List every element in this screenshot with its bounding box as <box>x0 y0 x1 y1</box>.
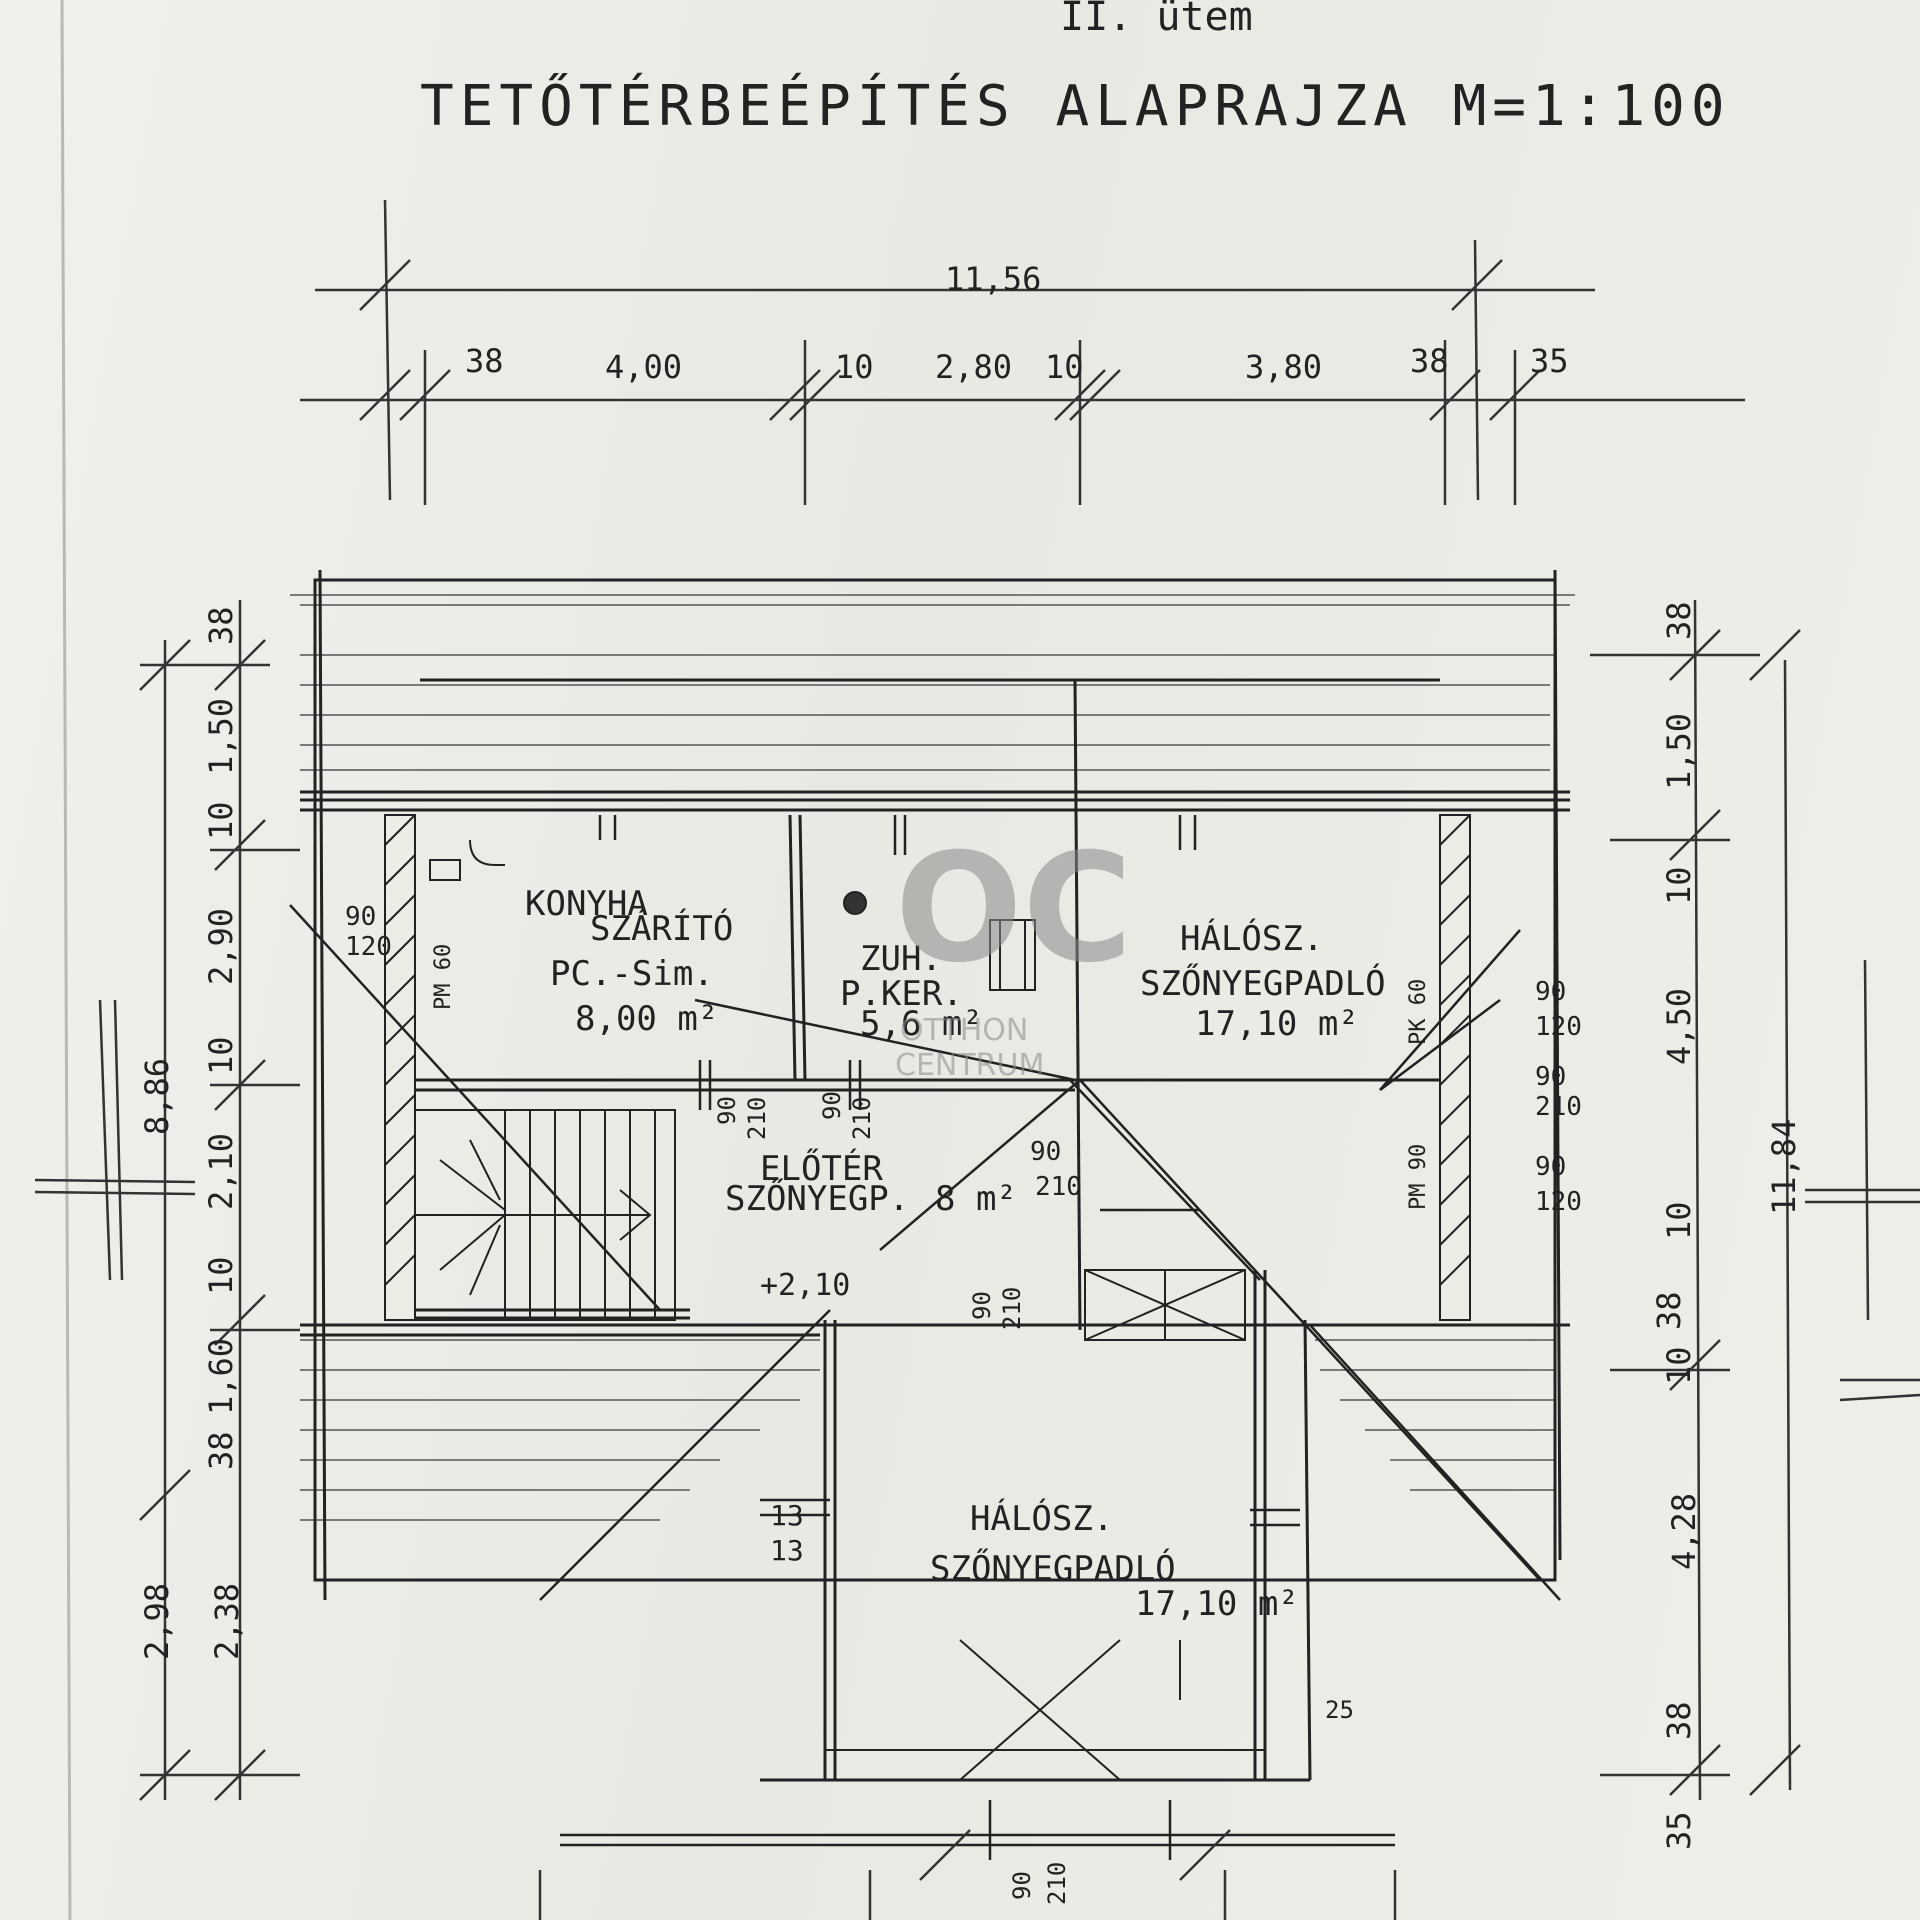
building-outline <box>300 569 1570 1601</box>
opening-label-18: 210 <box>1043 1862 1071 1905</box>
opening-label-5: 90 <box>1535 977 1566 1007</box>
room-bedroom-1-floor: SZŐNYEGPADLÓ <box>1140 963 1386 1004</box>
dim-left-seg-9: 38 <box>202 1431 240 1470</box>
opening-label-4: 210 <box>743 1097 771 1140</box>
dim-top-seg-8: 35 <box>1530 342 1569 380</box>
fixtures <box>429 839 1246 1781</box>
room-hall-floor: SZŐNYEGP. <box>725 1178 909 1219</box>
watermark-logo: OC <box>895 822 1133 996</box>
right-dimension-chain <box>1590 599 1920 1801</box>
dim-top-seg-7: 38 <box>1410 342 1449 380</box>
drawing-title: TETŐTÉRBEÉPÍTÉS ALAPRAJZA M=1:100 <box>420 74 1731 139</box>
bottom-extension-lines <box>538 1829 1397 1920</box>
dim-right-seg-6: 38 <box>1650 1291 1688 1330</box>
dim-top-seg-4: 2,80 <box>935 348 1012 386</box>
dim-right-seg-1: 38 <box>1660 601 1698 640</box>
room-bedroom-1-area: 17,10 m² <box>1195 1004 1359 1044</box>
opening-label-14: 13 <box>770 1534 804 1567</box>
watermark: OC OTTHON CENTRUM <box>895 822 1133 1083</box>
dim-left-seg-2: 1,50 <box>202 698 240 775</box>
header-scribble: II. ütem <box>1060 0 1253 40</box>
dim-right-seg-9: 38 <box>1660 1701 1698 1740</box>
opening-label-12: 210 <box>1035 1172 1082 1202</box>
opening-label-11: 90 <box>1030 1137 1061 1167</box>
opening-label-17: 90 <box>1008 1871 1036 1900</box>
dim-top-total: 11,56 <box>945 260 1041 298</box>
dim-left-seg-1: 38 <box>202 606 240 645</box>
room-bedroom-2-area: 17,10 m² <box>1135 1584 1299 1624</box>
opening-ticks <box>560 815 1395 1860</box>
room-kitchen-line2: SZÁRÍTÓ <box>590 908 733 949</box>
room-hall-name: ELŐTÉR <box>760 1148 883 1189</box>
dim-left-seg-10: 2,38 <box>208 1583 246 1660</box>
dim-right-seg-8: 4,28 <box>1665 1493 1703 1570</box>
room-kitchen-area: 8,00 m² <box>575 999 718 1039</box>
staircase <box>414 1109 676 1321</box>
dim-right-seg-4: 4,50 <box>1660 988 1698 1065</box>
opening-label-10: 210 <box>1535 1092 1582 1122</box>
room-hall-area: 8 m² <box>935 1179 1017 1219</box>
opening-label-8: 210 <box>848 1097 876 1140</box>
opening-label-7: 90 <box>818 1091 846 1120</box>
room-shower-line2: P.KER. <box>840 974 963 1014</box>
room-shower-name: ZUH. <box>860 939 942 979</box>
opening-label-19: 90 <box>1535 1152 1566 1182</box>
dim-left-total: 8,86 <box>138 1058 176 1135</box>
dim-left-seg-3: 10 <box>202 801 240 840</box>
watermark-line2: CENTRUM <box>895 1048 1044 1083</box>
room-bedroom-2-floor: SZŐNYEGPADLÓ <box>930 1548 1176 1589</box>
roof-ridge-lines <box>289 904 1561 1601</box>
opening-label-3: 90 <box>713 1096 741 1125</box>
room-kitchen-name: KONYHA <box>525 884 648 924</box>
left-dimension-chain <box>34 600 300 1801</box>
dim-right-total: 11,84 <box>1765 1119 1803 1215</box>
dim-right-seg-3: 10 <box>1660 866 1698 905</box>
dim-left-outer: 2,98 <box>138 1583 176 1660</box>
opening-label-22: PM 60 <box>431 944 456 1010</box>
opening-label-9: 90 <box>1535 1062 1566 1092</box>
opening-label-6: 120 <box>1535 1012 1582 1042</box>
dim-right-seg-2: 1,50 <box>1660 713 1698 790</box>
dim-top-seg-1: 38 <box>465 342 504 380</box>
room-shower-area: 5,6 m² <box>860 1004 983 1044</box>
wall-hatch <box>384 814 1471 1781</box>
dim-top-seg-3: 10 <box>835 348 874 386</box>
opening-label-13: 13 <box>770 1499 804 1532</box>
dim-left-seg-5: 10 <box>202 1036 240 1075</box>
dim-top-seg-6: 3,80 <box>1245 348 1322 386</box>
dim-right-seg-7: 10 <box>1660 1346 1698 1385</box>
dim-top-seg-2: 4,00 <box>605 348 682 386</box>
opening-label-23: PM 90 <box>1406 1144 1431 1210</box>
dim-left-seg-6: 2,10 <box>202 1133 240 1210</box>
opening-label-21: +2,10 <box>760 1268 850 1303</box>
dim-left-seg-4: 2,90 <box>202 908 240 985</box>
opening-label-16: 210 <box>998 1287 1026 1330</box>
opening-label-25: 25 <box>1325 1696 1354 1724</box>
dim-left-seg-7: 10 <box>202 1256 240 1295</box>
room-kitchen-line3: PC.-Sim. <box>550 954 714 994</box>
dim-right-seg-10: 35 <box>1660 1811 1698 1850</box>
opening-label-15: 90 <box>968 1291 996 1320</box>
opening-label-1: 90 <box>345 902 376 932</box>
paper-border-line <box>60 0 72 1920</box>
opening-label-20: 120 <box>1535 1187 1582 1217</box>
opening-label-2: 120 <box>345 932 392 962</box>
dim-top-seg-5: 10 <box>1045 348 1084 386</box>
room-bedroom-1-name: HÁLÓSZ. <box>1180 918 1323 959</box>
watermark-line1: OTTHON <box>900 1013 1028 1048</box>
opening-label-24: PK 60 <box>1406 979 1431 1045</box>
top-dimension-chain <box>300 199 1745 505</box>
room-bedroom-2-name: HÁLÓSZ. <box>970 1498 1113 1539</box>
dim-right-seg-5: 10 <box>1660 1201 1698 1240</box>
dim-left-seg-8: 1,60 <box>202 1338 240 1415</box>
